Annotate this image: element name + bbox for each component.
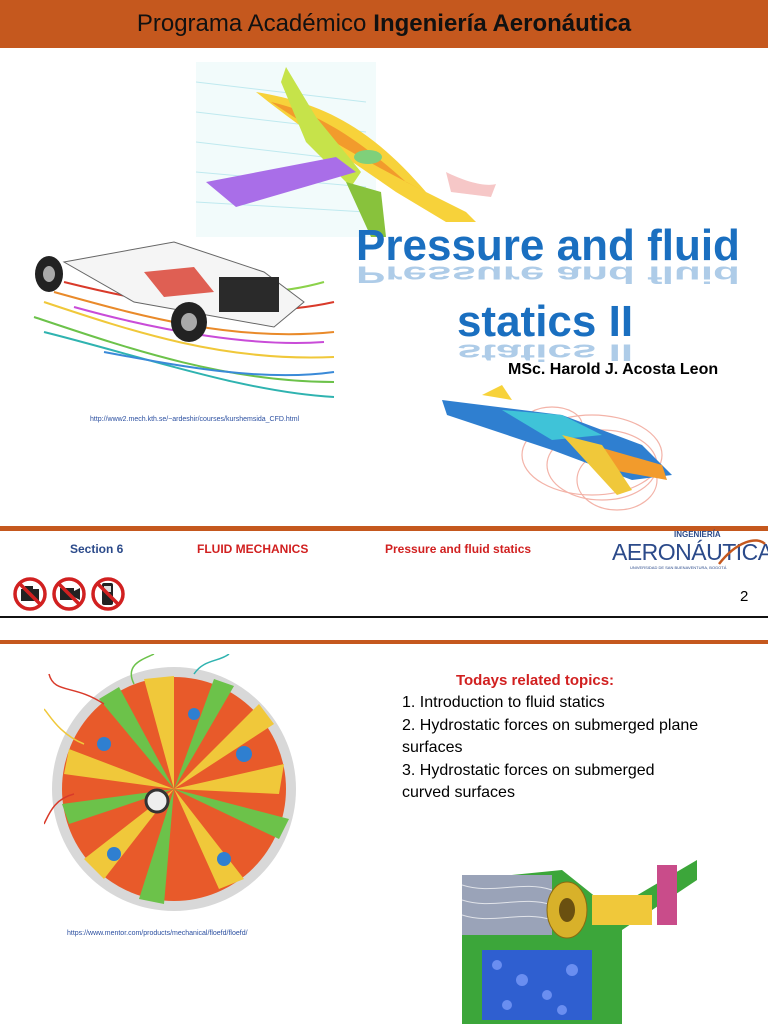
slide-bottom-border xyxy=(0,616,768,618)
image-credit-link-2[interactable]: https://www.mentor.com/products/mechanic… xyxy=(67,930,248,937)
banner-prefix: Programa Académico xyxy=(136,10,367,37)
race-car-cfd-image xyxy=(33,241,335,398)
course-label: FLUID MECHANICS xyxy=(197,542,309,556)
list-item: 3. Hydrostatic forces on submerged curve… xyxy=(402,761,655,802)
logo-swoosh-icon xyxy=(718,539,766,565)
footer-band-divider xyxy=(0,526,768,531)
prohibition-icons xyxy=(13,577,125,611)
jet-cfd-image xyxy=(442,385,672,511)
section-label: Section 6 xyxy=(70,542,124,556)
university-logo: INGENIERÍA AERONÁUTICA UNIVERSIDAD DE SA… xyxy=(612,530,768,578)
banner-program-name: Ingeniería Aeronáutica xyxy=(373,10,632,37)
program-banner: Programa Académico Ingeniería Aeronáutic… xyxy=(0,0,768,48)
list-item: 1. Introduction to fluid statics xyxy=(402,694,605,711)
list-item: 2. Hydrostatic forces on submerged plane… xyxy=(402,716,699,757)
page-number: 2 xyxy=(740,588,749,605)
author-name: MSc. Harold J. Acosta Leon xyxy=(508,361,719,378)
impeller-cfd-image xyxy=(44,654,296,911)
title-line-1: Pressure and fluid xyxy=(356,221,740,270)
topics-heading: Todays related topics: xyxy=(455,672,615,689)
title-line-1-reflection: Pressure and fluid xyxy=(356,260,740,288)
logo-line-3: UNIVERSIDAD DE SAN BUENAVENTURA, BOGOTÁ xyxy=(630,565,727,570)
title-line-2: statics II xyxy=(456,297,634,346)
no-camera-icon xyxy=(13,577,47,611)
topics-list: 1. Introduction to fluid statics 2. Hydr… xyxy=(402,692,702,805)
airplane-cfd-image xyxy=(196,62,496,237)
slide2-top-border xyxy=(0,640,768,644)
topic-label: Pressure and fluid statics xyxy=(385,542,532,556)
valve-cfd-image xyxy=(462,860,697,1024)
logo-line-1: INGENIERÍA xyxy=(674,530,721,539)
no-phone-icon xyxy=(91,577,125,611)
no-video-icon xyxy=(52,577,86,611)
image-credit-link[interactable]: http://www2.mech.kth.se/~ardeshir/course… xyxy=(90,416,300,423)
